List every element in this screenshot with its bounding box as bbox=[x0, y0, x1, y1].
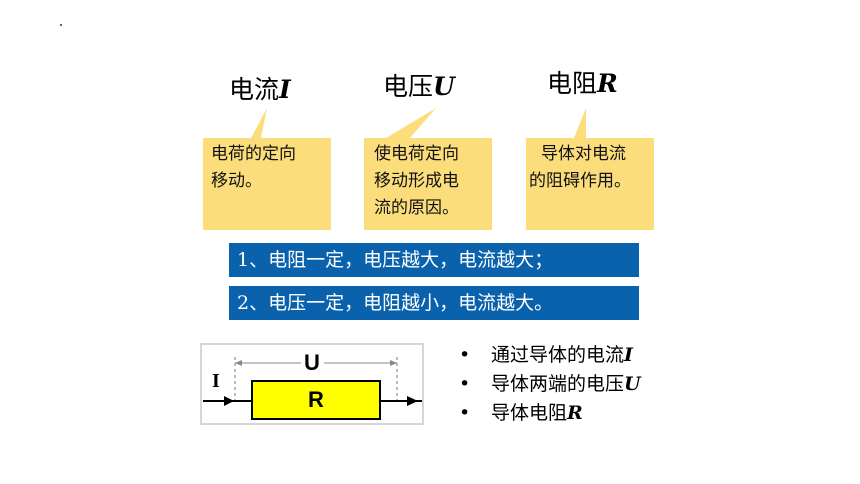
statement-1: 1、电阻一定，电压越大，电流越大； bbox=[229, 243, 639, 277]
heading-current-symbol: I bbox=[279, 75, 291, 104]
callout-line: 的阻碍作用。 bbox=[529, 171, 631, 191]
resistor-circuit-diagram: U I R bbox=[200, 343, 424, 425]
circuit-svg: U I R bbox=[200, 343, 424, 425]
callout-voltage-definition: 使电荷定向 移动形成电 流的原因。 bbox=[364, 108, 492, 230]
resistor-label: R bbox=[308, 387, 324, 412]
bullet-icon: • bbox=[459, 344, 471, 366]
callout-line: 移动形成电 bbox=[374, 171, 459, 191]
list-item-symbol: R bbox=[567, 402, 583, 424]
callout-line: 导体对电流 bbox=[541, 144, 626, 164]
callout-line: 移动。 bbox=[211, 171, 262, 191]
callout-line: 流的原因。 bbox=[374, 198, 459, 218]
heading-resistance-text: 电阻 bbox=[547, 69, 598, 98]
bullet-icon: • bbox=[459, 402, 471, 424]
list-item: • 导体两端的电压U bbox=[459, 370, 641, 399]
callout-resistance-definition: 导体对电流 的阻碍作用。 bbox=[526, 108, 654, 230]
list-item-symbol: I bbox=[624, 344, 633, 366]
heading-resistance: 电阻R bbox=[547, 69, 618, 99]
list-item-symbol: U bbox=[624, 373, 641, 395]
decorative-dot bbox=[60, 24, 62, 26]
heading-voltage: 电压U bbox=[383, 72, 455, 102]
current-label: I bbox=[212, 370, 220, 392]
callout-shape bbox=[203, 108, 331, 230]
list-item-text: 通过导体的电流 bbox=[491, 344, 625, 366]
list-item-text: 导体电阻 bbox=[491, 402, 568, 424]
callout-shape bbox=[364, 108, 492, 230]
callout-shape bbox=[526, 108, 654, 230]
callout-line: 电荷的定向 bbox=[211, 144, 296, 164]
list-item: • 导体电阻R bbox=[459, 399, 641, 428]
heading-current-text: 电流 bbox=[229, 75, 280, 104]
list-item-text: 导体两端的电压 bbox=[491, 373, 625, 395]
quantity-list: • 通过导体的电流I • 导体两端的电压U • 导体电阻R bbox=[459, 341, 641, 428]
callout-current-definition: 电荷的定向 移动。 bbox=[203, 108, 331, 230]
heading-resistance-symbol: R bbox=[597, 69, 618, 98]
statement-2: 2、电压一定，电阻越小，电流越大。 bbox=[229, 286, 639, 320]
voltage-label: U bbox=[304, 350, 320, 375]
bullet-icon: • bbox=[459, 373, 471, 395]
heading-voltage-symbol: U bbox=[433, 72, 455, 101]
heading-voltage-text: 电压 bbox=[383, 72, 434, 101]
list-item: • 通过导体的电流I bbox=[459, 341, 641, 370]
heading-current: 电流I bbox=[229, 75, 291, 105]
callout-line: 使电荷定向 bbox=[374, 144, 459, 164]
